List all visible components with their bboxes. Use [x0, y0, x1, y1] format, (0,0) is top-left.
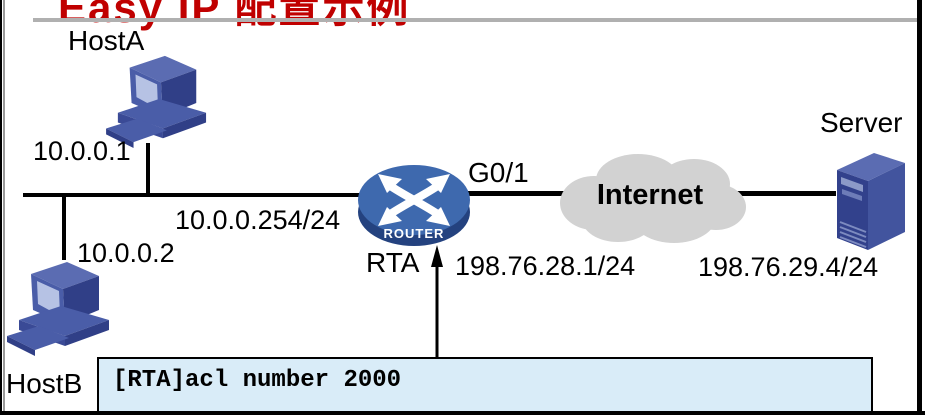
server-label: Server	[820, 107, 903, 138]
server-icon	[828, 146, 913, 254]
hostb-computer-icon	[4, 258, 120, 358]
hostb-label: HostB	[6, 368, 83, 399]
hosta-ip-label: 10.0.0.1	[33, 136, 131, 166]
router-internet-line	[455, 191, 570, 196]
slide-title: Easy IP 配置示例	[58, 0, 411, 31]
hostb-ip-label: 10.0.0.2	[77, 238, 175, 268]
router-wan-interface-label: G0/1	[468, 157, 529, 188]
router-icon: ROUTER	[356, 160, 472, 248]
config-code-panel: [RTA]acl number 2000	[97, 357, 873, 415]
router-wan-ip-label: 198.76.28.1/24	[455, 251, 636, 281]
slide-border-left	[0, 0, 2, 415]
slide-border-bottom	[0, 411, 925, 415]
callout-arrow-icon	[429, 243, 445, 361]
router-lan-ip-label: 10.0.0.254/24	[175, 205, 341, 235]
title-divider	[33, 18, 918, 22]
hosta-computer-icon	[104, 52, 216, 150]
internet-cloud-icon	[552, 147, 748, 247]
slide-border-right	[917, 0, 922, 415]
router-icon-text: ROUTER	[384, 226, 445, 241]
internet-server-line	[733, 191, 836, 196]
slide-border-left-accent	[3, 0, 5, 415]
config-code-line: [RTA]acl number 2000	[113, 367, 402, 394]
lan-segment-line	[23, 193, 368, 197]
hostb-link-line	[62, 195, 66, 260]
router-label: RTA	[366, 247, 420, 278]
server-ip-label: 198.76.29.4/24	[698, 252, 879, 282]
internet-label: Internet	[596, 179, 704, 211]
hosta-label: HostA	[68, 25, 145, 56]
hosta-link-line	[146, 143, 150, 195]
